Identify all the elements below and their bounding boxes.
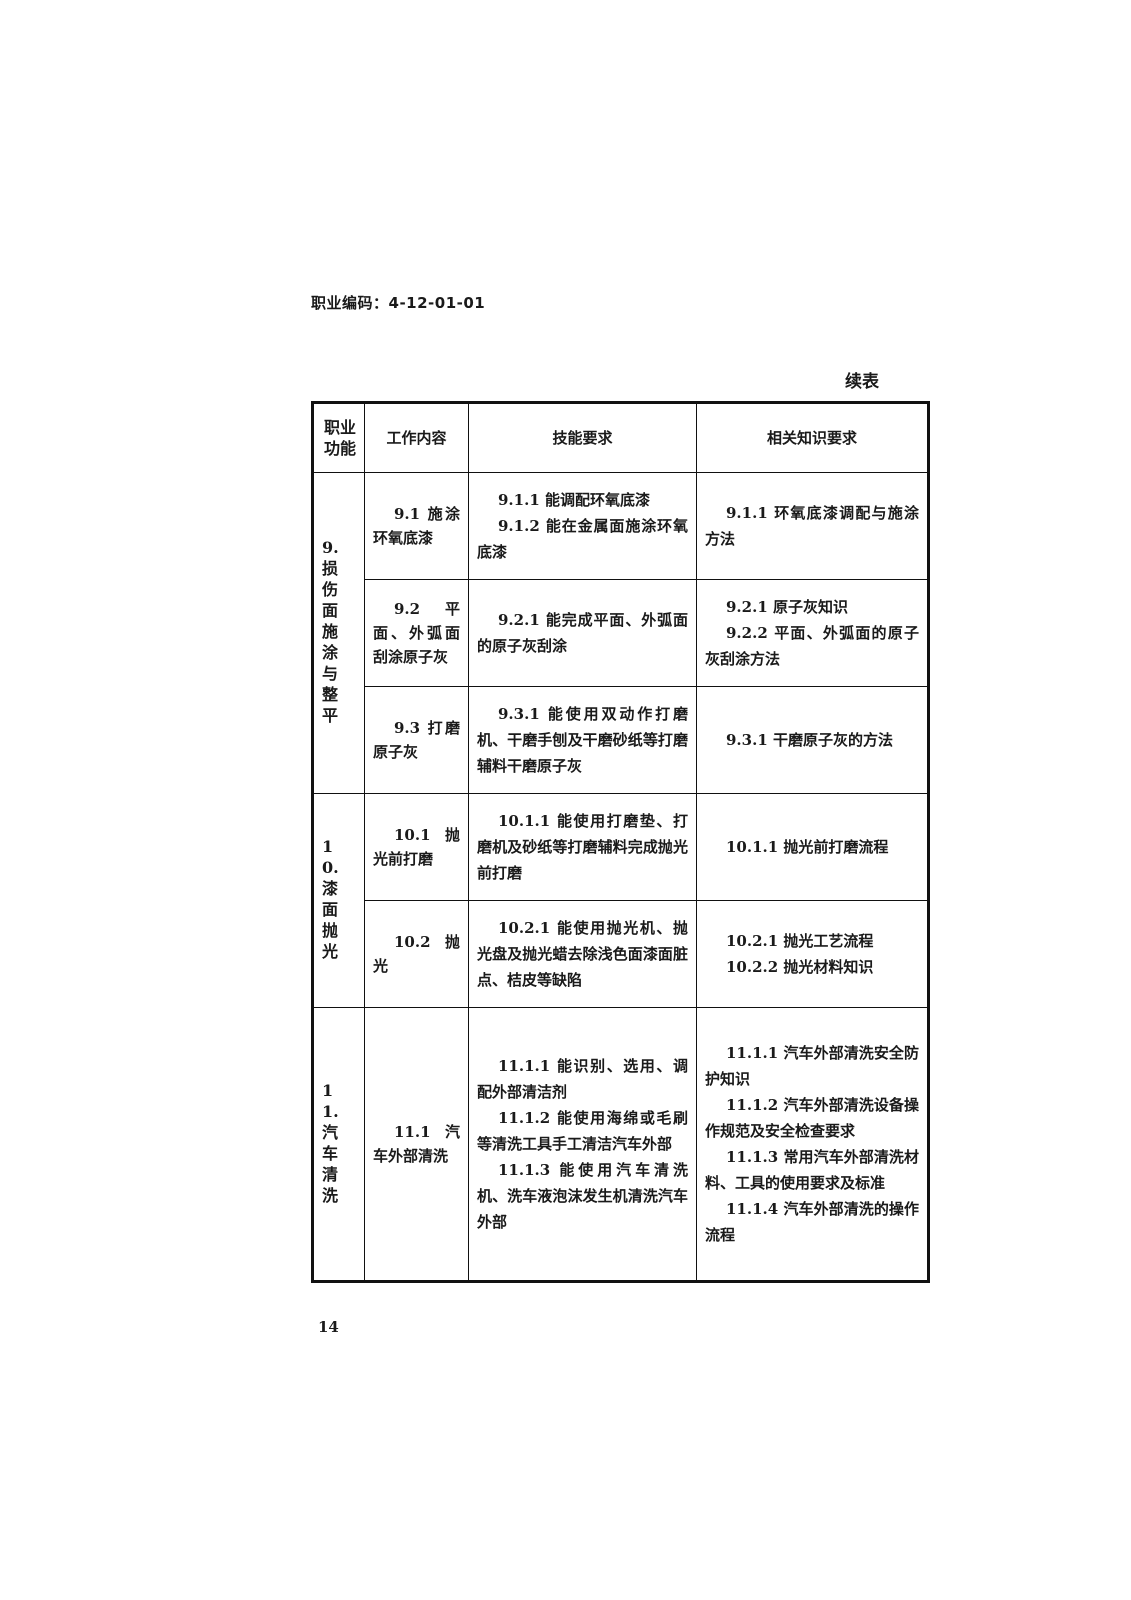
knowledge-item: 11.1.2 汽车外部清洗设备操作规范及安全检查要求 [705, 1096, 919, 1140]
table-row: 10.漆面抛光 10.1 抛光前打磨 10.1.1 能使用打磨垫、打磨机及砂纸等… [312, 793, 929, 1008]
skills-cell: 10.1.1 能使用打磨垫、打磨机及砂纸等打磨辅料完成抛光前打磨 [468, 793, 697, 901]
work-content-cell: 9.3 打磨原子灰 [364, 686, 469, 794]
work-content-cell: 9.2 平面、外弧面刮涂原子灰 [364, 579, 469, 687]
table-row: 9.损伤面施涂与整平 9.1 施涂环氧底漆 9.1.1 能调配环氧底漆 9.1.… [312, 472, 929, 794]
knowledge-cell: 9.2.1 原子灰知识 9.2.2 平面、外弧面的原子灰刮涂方法 [696, 579, 929, 687]
function-cell: 10.漆面抛光 [312, 793, 365, 1008]
skill-item: 9.3.1 能使用双动作打磨机、干磨手刨及干磨砂纸等打磨辅料干磨原子灰 [477, 705, 688, 775]
work-content-cell: 11.1 汽车外部清洗 [364, 1007, 469, 1282]
header-function: 职业功能 [312, 402, 365, 473]
skill-item: 9.2.1 能完成平面、外弧面的原子灰刮涂 [477, 611, 688, 655]
skill-item: 11.1.3 能使用汽车清洗机、洗车液泡沫发生机清洗汽车外部 [477, 1161, 688, 1231]
knowledge-cell: 9.3.1 干磨原子灰的方法 [696, 686, 929, 794]
skill-item: 10.2.1 能使用抛光机、抛光盘及抛光蜡去除浅色面漆面脏点、桔皮等缺陷 [477, 919, 688, 989]
knowledge-item: 9.2.1 原子灰知识 [726, 598, 848, 616]
knowledge-cell: 11.1.1 汽车外部清洗安全防护知识 11.1.2 汽车外部清洗设备操作规范及… [696, 1007, 929, 1282]
skill-item: 9.1.1 能调配环氧底漆 [498, 491, 650, 509]
knowledge-item: 10.2.1 抛光工艺流程 [726, 932, 874, 950]
page-number: 14 [318, 1318, 339, 1336]
header-skill-requirements: 技能要求 [468, 402, 697, 473]
skill-item: 11.1.2 能使用海绵或毛刷等清洗工具手工清洁汽车外部 [477, 1109, 688, 1153]
skills-table: 职业功能 工作内容 技能要求 相关知识要求 9.损伤面施涂与整平 9.1 施涂环… [311, 401, 930, 1283]
table-row: 9.2 平面、外弧面刮涂原子灰 9.2.1 能完成平面、外弧面的原子灰刮涂 9.… [313, 579, 929, 687]
occupation-code: 职业编码：4-12-01-01 [311, 294, 486, 312]
skills-cell: 9.2.1 能完成平面、外弧面的原子灰刮涂 [468, 579, 697, 687]
knowledge-item: 11.1.4 汽车外部清洗的操作流程 [705, 1200, 919, 1244]
table-row: 9.3 打磨原子灰 9.3.1 能使用双动作打磨机、干磨手刨及干磨砂纸等打磨辅料… [313, 686, 929, 794]
skill-item: 11.1.1 能识别、选用、调配外部清洁剂 [477, 1057, 688, 1101]
table-row: 10.2 抛光 10.2.1 能使用抛光机、抛光盘及抛光蜡去除浅色面漆面脏点、桔… [313, 900, 929, 1008]
skills-cell: 9.3.1 能使用双动作打磨机、干磨手刨及干磨砂纸等打磨辅料干磨原子灰 [468, 686, 697, 794]
knowledge-item: 11.1.3 常用汽车外部清洗材料、工具的使用要求及标准 [705, 1148, 919, 1192]
knowledge-item: 9.3.1 干磨原子灰的方法 [726, 731, 893, 749]
skills-cell: 10.2.1 能使用抛光机、抛光盘及抛光蜡去除浅色面漆面脏点、桔皮等缺陷 [468, 900, 697, 1008]
skill-item: 10.1.1 能使用打磨垫、打磨机及砂纸等打磨辅料完成抛光前打磨 [477, 812, 688, 882]
work-content-cell: 9.1 施涂环氧底漆 [364, 472, 469, 580]
table-row: 11.汽车清洗 11.1 汽车外部清洗 11.1.1 能识别、选用、调配外部清洁… [312, 1007, 929, 1282]
knowledge-item: 10.1.1 抛光前打磨流程 [726, 838, 889, 856]
knowledge-cell: 10.1.1 抛光前打磨流程 [696, 793, 929, 901]
knowledge-cell: 9.1.1 环氧底漆调配与施涂方法 [696, 472, 929, 580]
header-work-content: 工作内容 [364, 402, 469, 473]
work-content-cell: 10.2 抛光 [364, 900, 469, 1008]
table-header-row: 职业功能 工作内容 技能要求 相关知识要求 [312, 402, 929, 473]
knowledge-item: 10.2.2 抛光材料知识 [726, 958, 874, 976]
header-knowledge-requirements: 相关知识要求 [696, 402, 929, 473]
continued-label: 续表 [845, 372, 879, 392]
skills-cell: 9.1.1 能调配环氧底漆 9.1.2 能在金属面施涂环氧底漆 [468, 472, 697, 580]
function-cell: 11.汽车清洗 [312, 1007, 365, 1282]
knowledge-item: 9.1.1 环氧底漆调配与施涂方法 [705, 504, 919, 548]
skill-item: 9.1.2 能在金属面施涂环氧底漆 [477, 517, 688, 561]
knowledge-item: 9.2.2 平面、外弧面的原子灰刮涂方法 [705, 624, 919, 668]
function-cell: 9.损伤面施涂与整平 [312, 472, 365, 794]
knowledge-item: 11.1.1 汽车外部清洗安全防护知识 [705, 1044, 919, 1088]
skills-cell: 11.1.1 能识别、选用、调配外部清洁剂 11.1.2 能使用海绵或毛刷等清洗… [468, 1007, 697, 1282]
work-content-cell: 10.1 抛光前打磨 [364, 793, 469, 901]
knowledge-cell: 10.2.1 抛光工艺流程 10.2.2 抛光材料知识 [696, 900, 929, 1008]
